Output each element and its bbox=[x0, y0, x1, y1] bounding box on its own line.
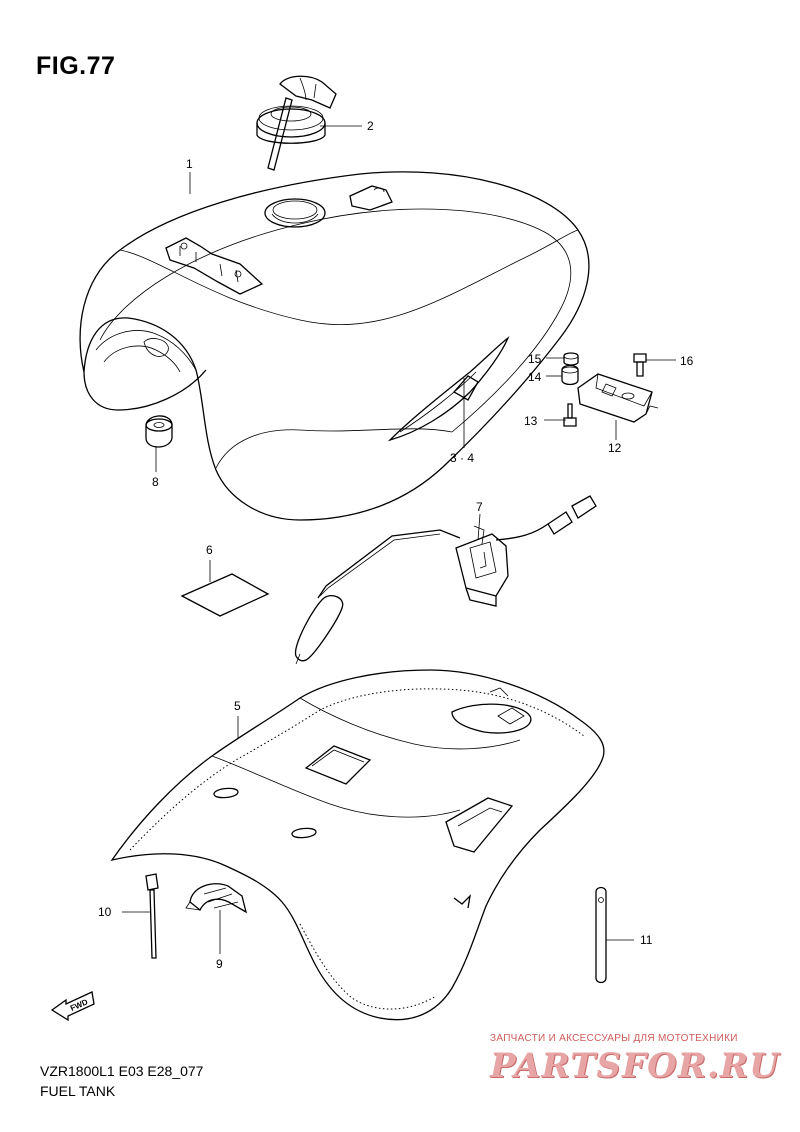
callout-2: 2 bbox=[367, 119, 374, 133]
fuel-cap[interactable] bbox=[256, 75, 337, 171]
leader-lines bbox=[122, 125, 676, 954]
callout-1: 1 bbox=[186, 157, 193, 171]
model-code: VZR1800L1 E03 E28_077 bbox=[40, 1063, 204, 1079]
heat-insulator[interactable] bbox=[110, 669, 605, 1021]
callout-15: 15 bbox=[528, 352, 542, 366]
fwd-arrow-icon: FWD bbox=[50, 991, 95, 1022]
callout-6: 6 bbox=[206, 543, 213, 557]
callout-labels: 1 2 3 · 4 5 6 7 8 9 10 11 12 13 14 15 16 bbox=[98, 119, 694, 971]
callout-8: 8 bbox=[152, 475, 159, 489]
callout-11: 11 bbox=[640, 933, 653, 947]
tie-strap[interactable] bbox=[145, 873, 159, 959]
figure-title: FIG.77 bbox=[36, 52, 116, 80]
fuel-level-gauge[interactable] bbox=[294, 495, 597, 665]
bolt-16[interactable] bbox=[633, 353, 647, 377]
label-sticker[interactable] bbox=[180, 573, 270, 617]
callout-12: 12 bbox=[608, 441, 622, 455]
grommet-14[interactable] bbox=[561, 364, 579, 386]
callout-5: 5 bbox=[234, 699, 241, 713]
callout-16: 16 bbox=[680, 354, 694, 368]
callout-14: 14 bbox=[528, 370, 542, 384]
figure-caption: FUEL TANK bbox=[40, 1083, 116, 1099]
fuel-tank[interactable] bbox=[79, 171, 590, 521]
cushion[interactable] bbox=[145, 415, 173, 448]
callout-3-4: 3 · 4 bbox=[450, 451, 474, 465]
bolt-13[interactable] bbox=[563, 403, 577, 427]
callout-10: 10 bbox=[98, 905, 112, 919]
clamp[interactable] bbox=[185, 883, 248, 914]
strap[interactable] bbox=[595, 886, 607, 984]
callout-7: 7 bbox=[476, 500, 483, 514]
watermark-logo: PARTSFOR.RU bbox=[490, 1046, 780, 1086]
callout-9: 9 bbox=[216, 957, 223, 971]
collar-15[interactable] bbox=[563, 352, 579, 366]
watermark-subtitle: ЗАПЧАСТИ И АКСЕССУАРЫ ДЛЯ МОТОТЕХНИКИ bbox=[490, 1033, 738, 1044]
tank-bracket[interactable] bbox=[577, 373, 659, 423]
callout-13: 13 bbox=[524, 414, 538, 428]
